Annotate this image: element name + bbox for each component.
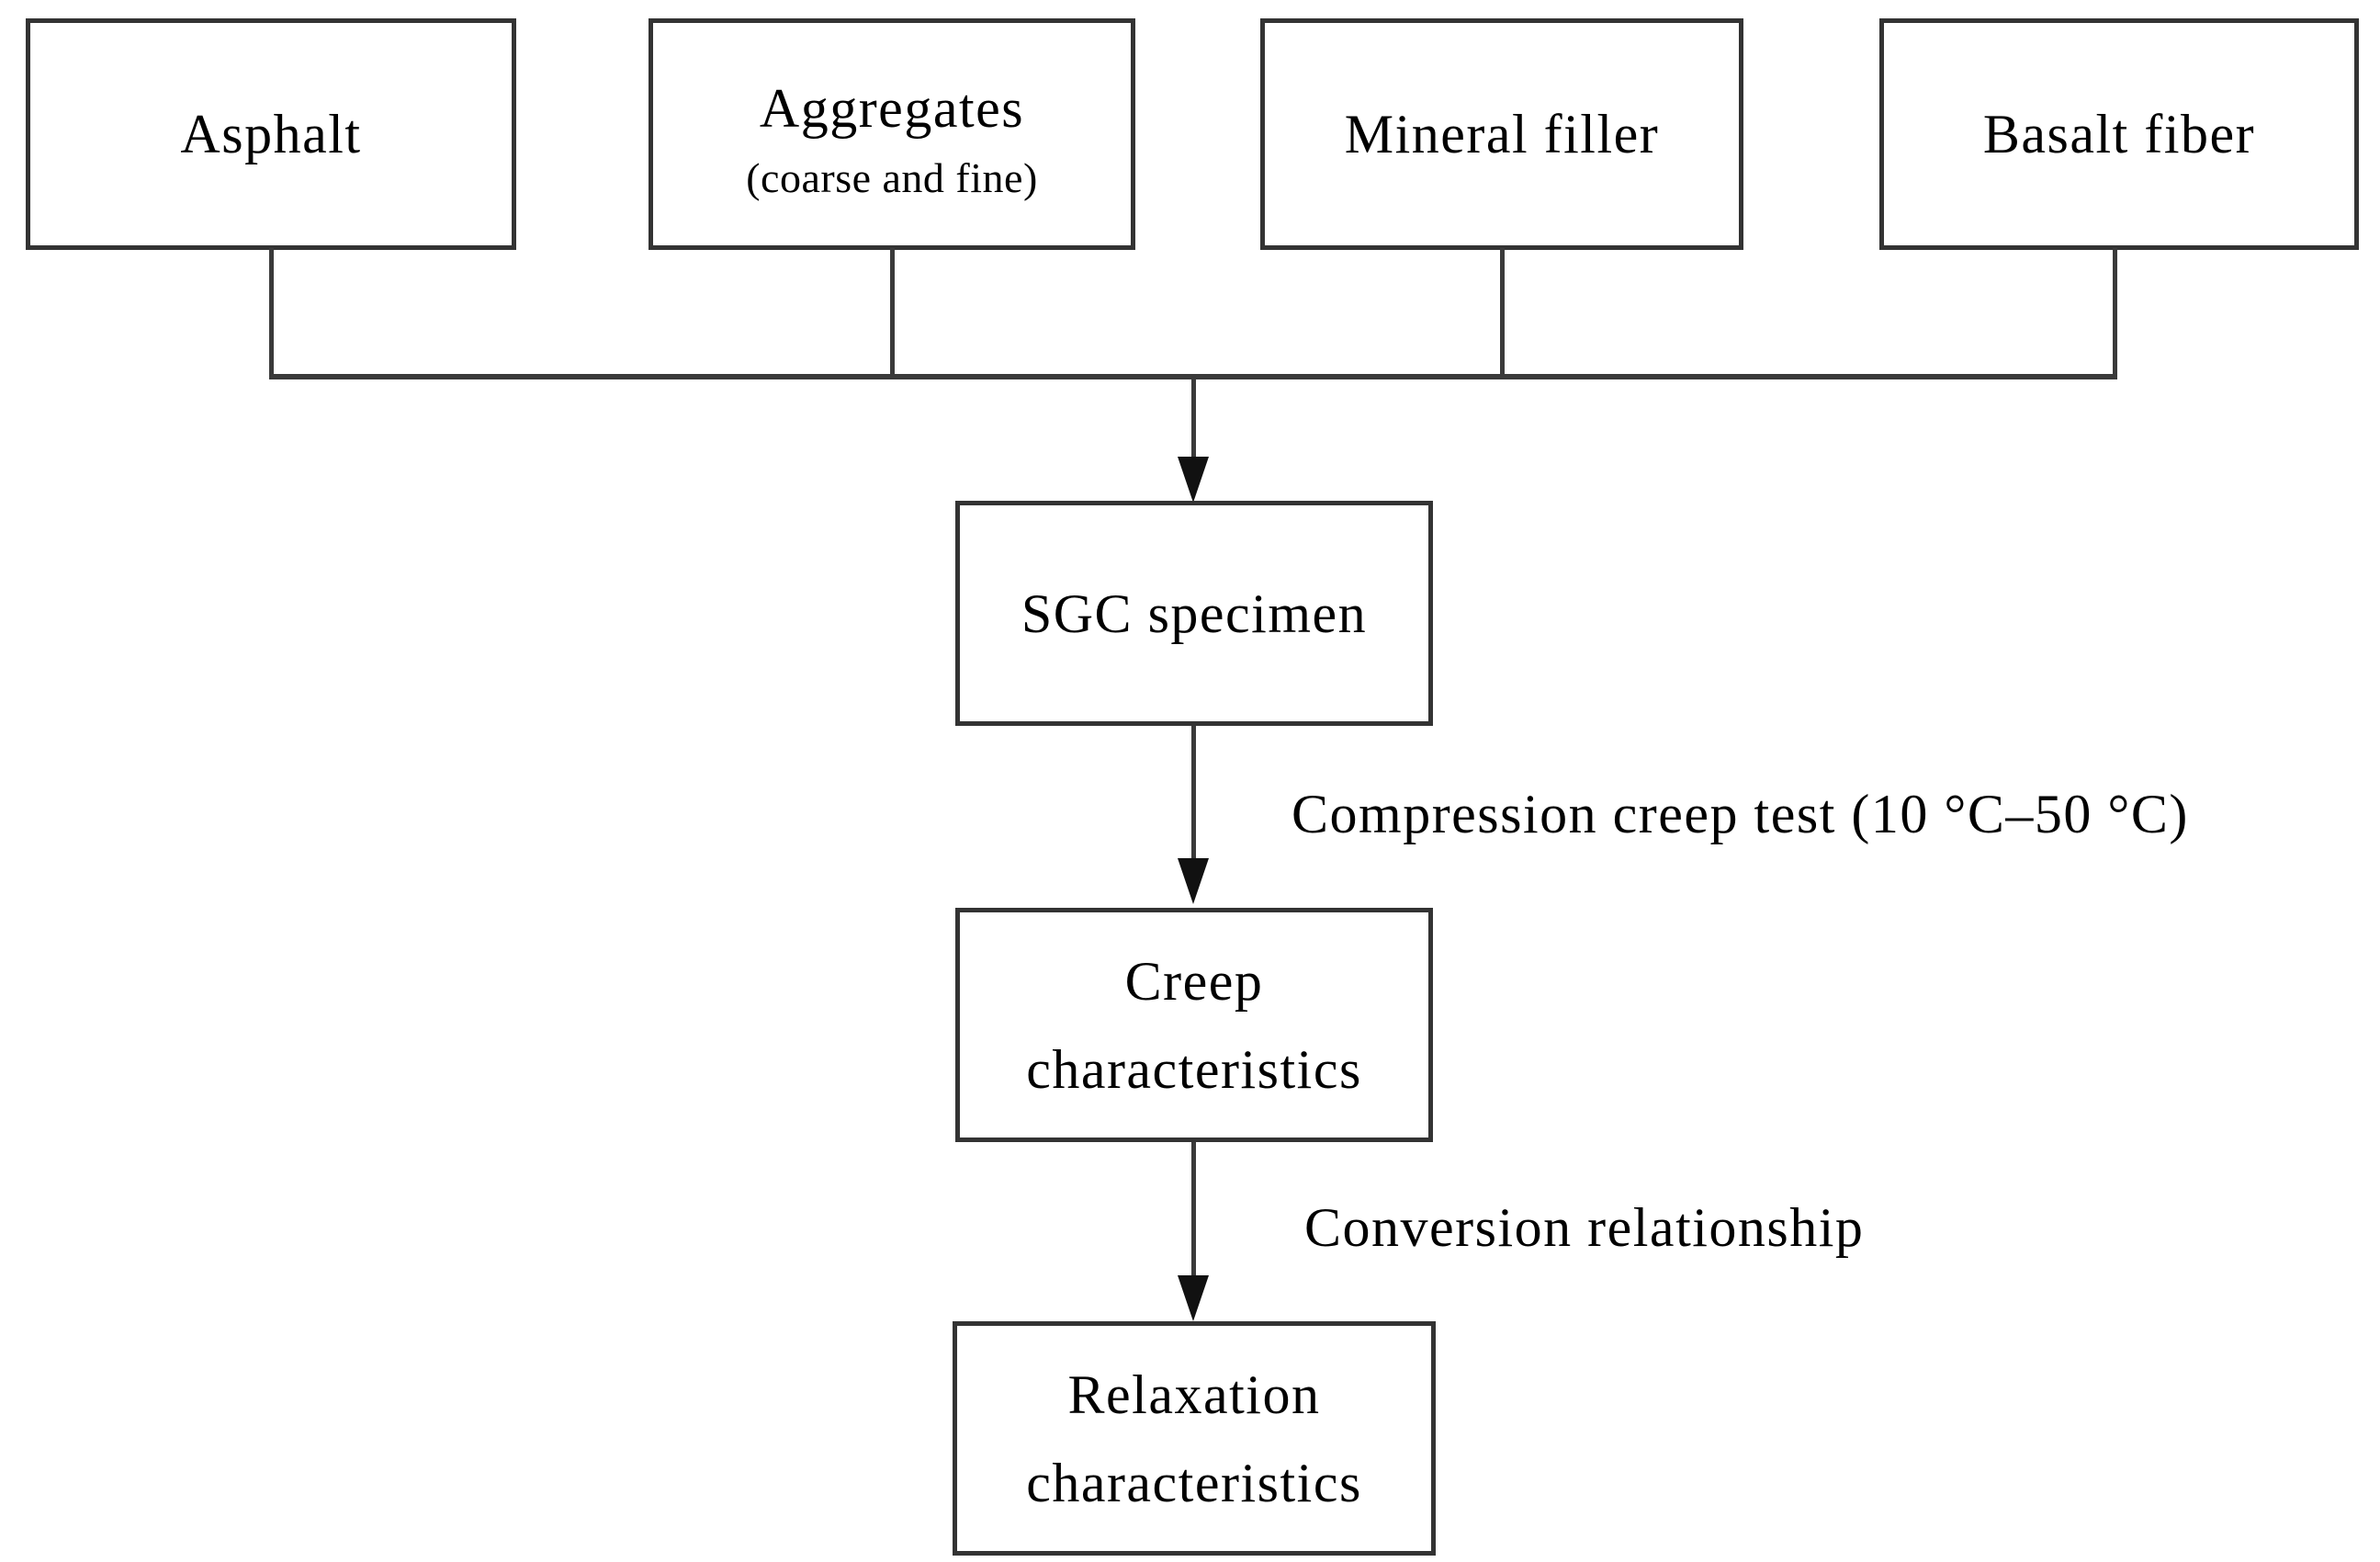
arrow-down-icon: [1178, 457, 1209, 503]
node-asphalt: Asphalt: [26, 18, 516, 250]
arrow-down-icon: [1178, 1275, 1209, 1321]
node-relaxation-label-line2: characteristics: [1026, 1452, 1362, 1513]
node-aggregates-sublabel: (coarse and fine): [746, 154, 1038, 202]
connector-stem-to-creep: [1191, 726, 1196, 861]
node-creep-characteristics: Creep characteristics: [955, 908, 1433, 1142]
edge-label-compression-creep-test: Compression creep test (10 °C–50 °C): [1292, 784, 2189, 844]
connector-stem-to-sgc: [1191, 377, 1196, 461]
connector-stub-aggregates: [890, 248, 895, 377]
connector-stub-asphalt: [269, 248, 274, 377]
connector-stub-basalt-fiber: [2113, 248, 2117, 377]
node-basalt-fiber: Basalt fiber: [1879, 18, 2359, 250]
node-mineral-filler: Mineral filler: [1260, 18, 1743, 250]
node-sgc-specimen: SGC specimen: [955, 501, 1433, 726]
connector-stub-mineral-filler: [1500, 248, 1505, 377]
node-creep-label-line1: Creep: [1124, 950, 1264, 1012]
node-relaxation-label-line1: Relaxation: [1067, 1364, 1321, 1425]
edge-label-conversion-relationship: Conversion relationship: [1304, 1197, 1865, 1258]
node-sgc-specimen-label: SGC specimen: [1021, 583, 1368, 644]
node-mineral-filler-label: Mineral filler: [1344, 104, 1660, 164]
node-creep-label-line2: characteristics: [1026, 1038, 1362, 1100]
node-basalt-fiber-label: Basalt fiber: [1982, 104, 2256, 164]
arrow-down-icon: [1178, 858, 1209, 904]
node-relaxation-characteristics: Relaxation characteristics: [953, 1321, 1436, 1556]
node-aggregates-label: Aggregates: [759, 78, 1025, 140]
node-asphalt-label: Asphalt: [180, 104, 362, 164]
node-aggregates: Aggregates (coarse and fine): [649, 18, 1135, 250]
connector-stem-to-relaxation: [1191, 1142, 1196, 1278]
